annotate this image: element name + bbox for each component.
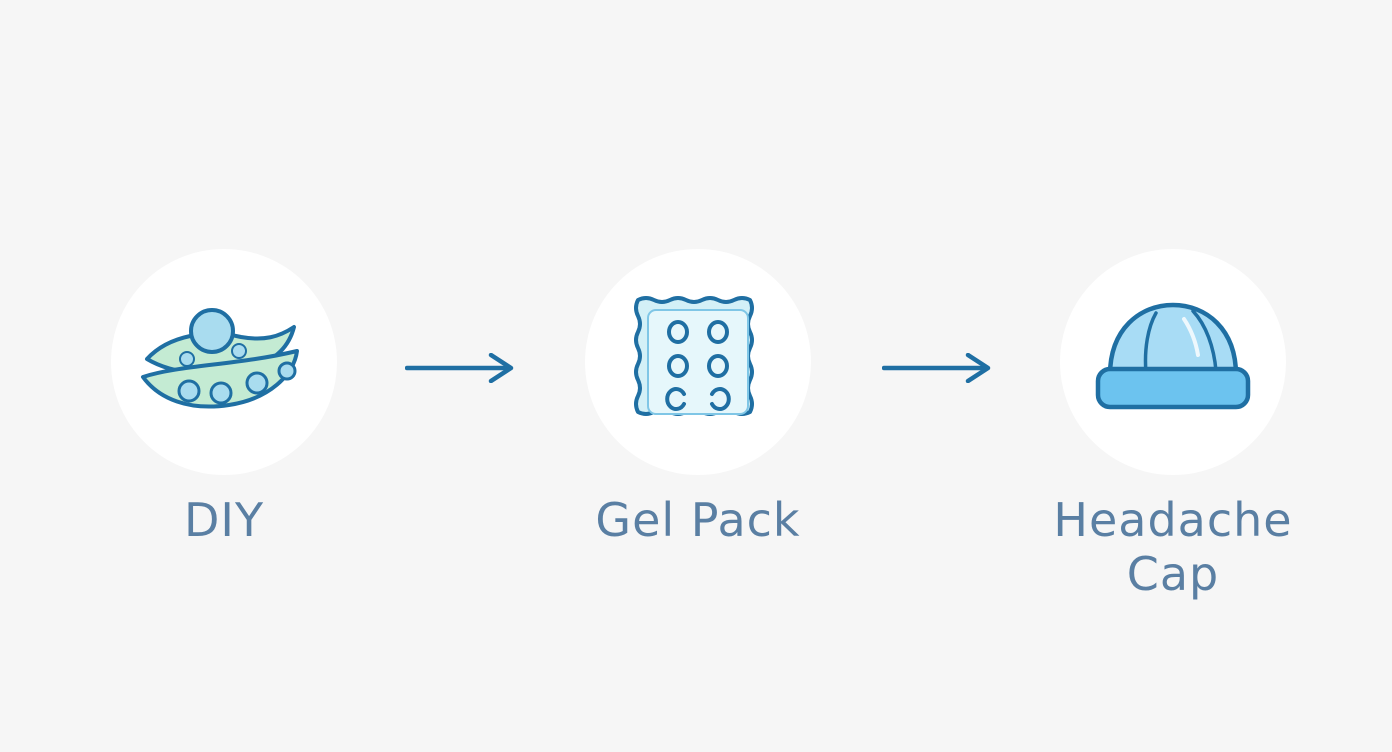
peas-pod-icon bbox=[141, 308, 299, 409]
icon-circle bbox=[1060, 249, 1286, 475]
step-headache-cap: Headache Cap bbox=[1023, 249, 1323, 601]
step-gel-pack: Gel Pack bbox=[548, 249, 848, 547]
headache-cap-icon bbox=[1095, 302, 1251, 410]
icon-circle bbox=[111, 249, 337, 475]
gel-pack-icon bbox=[634, 296, 754, 416]
step-label: Headache Cap bbox=[1053, 493, 1293, 601]
arrow-right-icon bbox=[405, 353, 514, 383]
step-label: Gel Pack bbox=[595, 493, 801, 547]
step-label: DIY bbox=[183, 493, 265, 547]
step-diy: DIY bbox=[74, 249, 374, 547]
icon-circle bbox=[585, 249, 811, 475]
arrow-right-icon bbox=[882, 353, 991, 383]
